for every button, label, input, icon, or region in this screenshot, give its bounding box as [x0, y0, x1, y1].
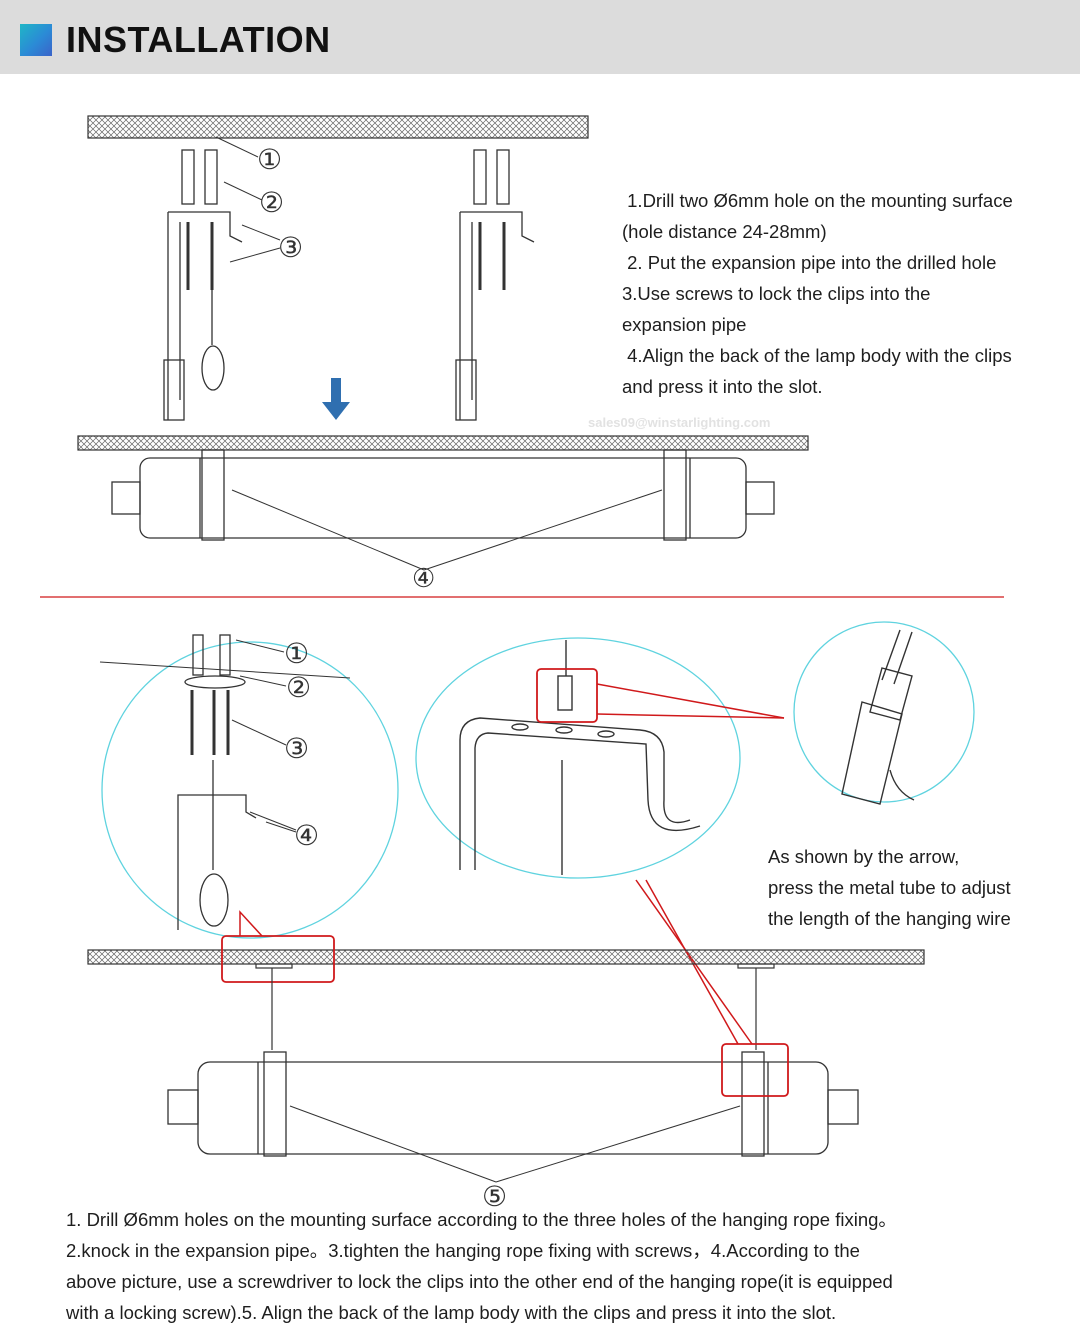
callout-bottom-3: ③	[284, 733, 309, 764]
leaders-bottom-lamp	[289, 1105, 741, 1183]
highlight-box-ceiling-fixing	[221, 935, 335, 983]
callout-bottom-5: ⑤	[482, 1181, 507, 1212]
top-step-line: and press it into the slot.	[622, 376, 823, 397]
bottom-step-line: 2.knock in the expansion pipe。3.tighten …	[66, 1240, 860, 1261]
top-step-line: (hole distance 24-28mm)	[622, 221, 827, 242]
bracket-assembly-right	[455, 149, 535, 421]
page-title: INSTALLATION	[66, 19, 331, 60]
header-square-icon	[20, 24, 52, 56]
bottom-step-line: above picture, use a screwdriver to lock…	[66, 1271, 893, 1292]
arrow-note: As shown by the arrow, press the metal t…	[768, 841, 1011, 934]
bottom-step-line: with a locking screw).5. Align the back …	[66, 1302, 837, 1323]
bottom-step-line: 1. Drill Ø6mm holes on the mounting surf…	[66, 1209, 897, 1230]
highlight-box-wire-tip	[536, 668, 598, 723]
clip-closeup	[459, 640, 701, 875]
top-step-line: expansion pipe	[622, 314, 747, 335]
arrow-note-line: the length of the hanging wire	[768, 908, 1011, 929]
callout-bottom-4: ④	[294, 820, 319, 851]
callout-top-4: ④	[412, 563, 435, 593]
red-pointer-lines	[239, 683, 785, 1045]
top-step-line: 1.Drill two Ø6mm hole on the mounting su…	[622, 190, 1013, 211]
callout-bottom-1: ①	[284, 638, 309, 669]
leaders-top	[215, 136, 663, 571]
bottom-installation-steps: 1. Drill Ø6mm holes on the mounting surf…	[66, 1204, 897, 1328]
callout-top-3: ③	[278, 232, 303, 263]
lamp-body-bottom	[167, 1051, 859, 1157]
arrow-note-line: press the metal tube to adjust	[768, 877, 1011, 898]
top-installation-steps: 1.Drill two Ø6mm hole on the mounting su…	[622, 185, 1013, 402]
highlight-box-lamp-clip	[721, 1043, 789, 1097]
header-bar: INSTALLATION	[0, 0, 1080, 74]
ceiling-slab-middle	[77, 435, 809, 451]
top-step-line: 3.Use screws to lock the clips into the	[622, 283, 931, 304]
callout-bottom-2: ②	[286, 672, 311, 703]
hanging-wires	[255, 963, 775, 1050]
detail-circle-center	[415, 637, 741, 879]
callout-top-2: ②	[259, 187, 284, 218]
detail-circle-right	[793, 621, 975, 803]
down-arrow-icon	[322, 378, 350, 420]
top-step-line: 4.Align the back of the lamp body with t…	[622, 345, 1012, 366]
hanger-fixing-assembly	[177, 634, 257, 930]
arrow-note-line: As shown by the arrow,	[768, 846, 960, 867]
installation-diagram: ① ② ③ ④ ① ② ③ ④	[40, 115, 1004, 1212]
leaders-bottom-left	[231, 639, 297, 833]
wire-sleeve-closeup	[841, 629, 915, 805]
callout-top-1: ①	[257, 144, 282, 175]
ceiling-slab-bottom	[87, 949, 925, 965]
detail-circle-left	[101, 641, 399, 939]
lamp-body-top	[111, 449, 775, 541]
bracket-assembly-left	[163, 149, 243, 421]
ceiling-slab-top	[87, 115, 589, 139]
watermark-email: sales09@winstarlighting.com	[588, 415, 771, 430]
top-step-line: 2. Put the expansion pipe into the drill…	[622, 252, 997, 273]
